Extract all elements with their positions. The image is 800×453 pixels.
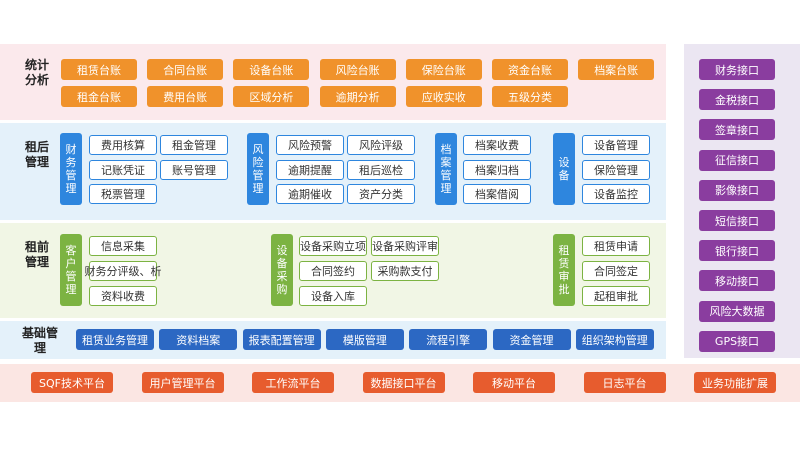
stats-band [0,44,666,120]
interface-button[interactable]: 短信接口 [699,210,775,231]
interface-button[interactable]: GPS接口 [699,330,775,352]
stats-analysis-button[interactable]: 应收实收 [405,86,482,107]
device-tag[interactable]: 设备 [553,133,575,205]
pre-lease-label: 租前管理 [24,240,49,269]
approval-item[interactable]: 租赁申请 [582,236,650,256]
stats-label: 统计分析 [24,58,49,87]
platform-button[interactable]: 数据接口平台 [362,372,445,393]
archive-item[interactable]: 档案收费 [463,135,531,155]
interface-button[interactable]: 风险大数据 [699,300,775,322]
stats-ledger-button[interactable]: 风险台账 [319,59,396,80]
interface-button[interactable]: 签章接口 [699,119,775,141]
risk-item[interactable]: 逾期催收 [276,184,344,204]
archive-tag[interactable]: 档案管理 [435,133,457,205]
customer-item[interactable]: 信息采集 [89,236,157,256]
interface-button[interactable]: 移动接口 [699,270,775,292]
risk-item[interactable]: 风险预警 [276,135,344,155]
platform-button[interactable]: 用户管理平台 [141,372,224,393]
finance-item[interactable]: 记账凭证 [89,160,157,180]
post-lease-label: 租后管理 [24,140,49,169]
stats-analysis-button[interactable]: 区域分析 [233,86,310,107]
stats-ledger-button[interactable]: 档案台账 [578,59,655,80]
stats-analysis-button[interactable]: 五级分类 [492,86,568,107]
interface-button[interactable]: 金税接口 [699,89,775,111]
procurement-item[interactable]: 设备入库 [299,286,367,306]
stats-ledger-button[interactable]: 租赁台账 [61,59,137,80]
finance-item[interactable]: 账号管理 [160,160,228,180]
stats-analysis-button[interactable]: 费用台账 [147,86,224,107]
base-module-button[interactable]: 组织架构管理 [575,329,654,350]
stats-analysis-button[interactable]: 逾期分析 [319,86,396,107]
device-item[interactable]: 保险管理 [582,160,650,180]
risk-item[interactable]: 资产分类 [347,184,415,204]
stats-ledger-button[interactable]: 资金台账 [492,59,568,80]
procurement-item[interactable]: 设备采购立项 [299,236,367,256]
interface-button[interactable]: 银行接口 [699,240,775,262]
platform-button[interactable]: 工作流平台 [252,372,334,393]
interface-button[interactable]: 影像接口 [699,179,775,201]
customer-item[interactable]: 资料收费 [89,286,157,306]
device-item[interactable]: 设备管理 [582,135,650,155]
base-module-button[interactable]: 租赁业务管理 [76,329,154,350]
platform-button[interactable]: 日志平台 [583,372,666,393]
archive-item[interactable]: 档案归档 [463,160,531,180]
risk-item[interactable]: 租后巡检 [347,160,415,180]
approval-item[interactable]: 起租审批 [582,286,650,306]
risk-item[interactable]: 逾期提醒 [276,160,344,180]
stats-ledger-button[interactable]: 设备台账 [233,59,310,80]
risk-item[interactable]: 风险评级 [347,135,415,155]
platform-button[interactable]: SQF技术平台 [31,372,113,393]
customer-item[interactable]: 财务分评级、析 [85,261,162,281]
base-module-button[interactable]: 报表配置管理 [242,329,321,350]
approval-item[interactable]: 合同签定 [582,261,650,281]
stats-analysis-button[interactable]: 租金台账 [61,86,137,107]
customer-tag[interactable]: 客户管理 [60,234,82,306]
finance-item[interactable]: 租金管理 [160,135,228,155]
stats-ledger-button[interactable]: 保险台账 [405,59,482,80]
base-module-button[interactable]: 流程引擎 [409,329,488,350]
platform-button[interactable]: 移动平台 [473,372,555,393]
interface-button[interactable]: 财务接口 [699,59,775,80]
platform-button[interactable]: 业务功能扩展 [694,372,776,393]
archive-item[interactable]: 档案借阅 [463,184,531,204]
base-module-button[interactable]: 资料档案 [159,329,238,350]
base-module-button[interactable]: 模版管理 [325,329,404,350]
interface-button[interactable]: 征信接口 [699,149,775,171]
finance-tag[interactable]: 财务管理 [60,133,82,205]
risk-tag[interactable]: 风险管理 [247,133,269,205]
stats-ledger-button[interactable]: 合同台账 [147,59,224,80]
base-label: 基础管理 [22,326,59,355]
procurement-tag[interactable]: 设备采购 [271,234,293,306]
finance-item[interactable]: 费用核算 [89,135,157,155]
device-item[interactable]: 设备监控 [582,184,650,204]
procurement-item[interactable]: 采购款支付 [371,261,439,281]
procurement-item[interactable]: 合同签约 [299,261,367,281]
approval-tag[interactable]: 租赁审批 [553,234,575,306]
base-module-button[interactable]: 资金管理 [492,329,571,350]
procurement-item[interactable]: 设备采购评审 [371,236,439,256]
finance-item[interactable]: 税票管理 [89,184,157,204]
